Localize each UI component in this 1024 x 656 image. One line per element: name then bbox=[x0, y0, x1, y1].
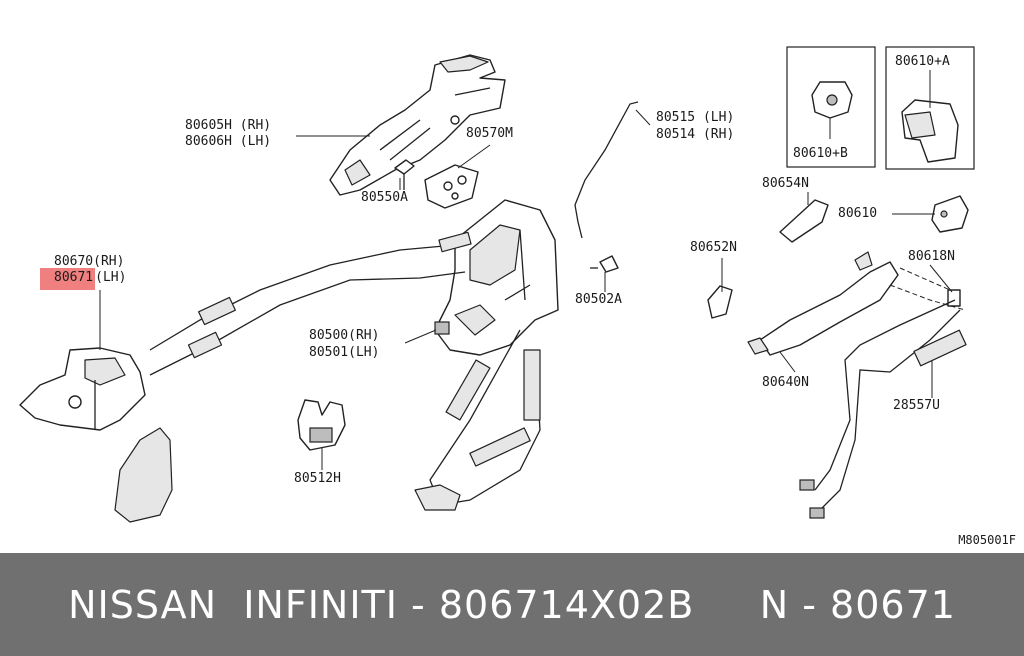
rod-80515-part bbox=[574, 101, 639, 239]
inset-box-80610b bbox=[786, 46, 876, 168]
label-80610: 80610 bbox=[838, 206, 878, 221]
lock-harness-part bbox=[414, 329, 541, 511]
label-80500: 80500(RH) bbox=[309, 328, 380, 343]
label-80512h: 80512H bbox=[294, 471, 341, 486]
label-80550a: 80550A bbox=[361, 190, 408, 205]
label-80570m: 80570M bbox=[466, 126, 513, 141]
label-80502a: 80502A bbox=[575, 292, 622, 307]
label-80671: 80671(LH) bbox=[40, 268, 126, 290]
bracket-80570m-part bbox=[424, 164, 479, 209]
label-80671-highlight: 80671 bbox=[40, 268, 96, 290]
leader-lines bbox=[99, 70, 953, 470]
inside-handle-part bbox=[19, 347, 146, 431]
label-80670: 80670(RH) bbox=[54, 254, 125, 269]
screw-80550a-part bbox=[394, 159, 415, 190]
harness-28557u-part bbox=[799, 299, 967, 519]
outside-handle-bracket-part bbox=[329, 54, 506, 196]
label-80640n: 80640N bbox=[762, 375, 809, 390]
label-80610a: 80610+A bbox=[895, 54, 950, 69]
part-number-banner: NISSAN INFINITI - 806714X02B N - 80671 bbox=[0, 553, 1024, 656]
key-cylinder-part bbox=[901, 99, 959, 163]
part-number-text: NISSAN INFINITI - 806714X02B N - 80671 bbox=[68, 582, 956, 627]
clip-80512h-part bbox=[297, 399, 346, 451]
label-28557u: 28557U bbox=[893, 398, 940, 413]
label-80501: 80501(LH) bbox=[309, 345, 380, 360]
label-80605h: 80605H (RH) bbox=[185, 118, 272, 133]
handle-cap-80610-part bbox=[931, 195, 969, 233]
cable-lower-part bbox=[149, 271, 466, 376]
key-cylinder-cap-part bbox=[811, 81, 853, 119]
label-80618n: 80618N bbox=[908, 249, 955, 264]
inset-box-80610a bbox=[885, 46, 975, 170]
diagram-reference-code: M805001F bbox=[958, 533, 1016, 547]
sensor-80618n-part bbox=[947, 289, 961, 307]
label-80514: 80514 (RH) bbox=[656, 127, 735, 142]
cable-upper-part bbox=[149, 244, 456, 351]
parts-diagram: 80605H (RH) 80606H (LH) 80570M 80550A 80… bbox=[19, 46, 1016, 547]
clip-80502a-part bbox=[590, 255, 619, 273]
label-80671-side: (LH) bbox=[95, 270, 127, 285]
escutcheon-part bbox=[114, 427, 173, 523]
label-80652n: 80652N bbox=[690, 240, 737, 255]
diagram-drawing bbox=[19, 46, 975, 523]
door-lock-actuator-part bbox=[434, 199, 559, 356]
label-80654n: 80654N bbox=[762, 176, 809, 191]
pad-80654n-part bbox=[779, 199, 829, 243]
label-80606h: 80606H (LH) bbox=[185, 134, 272, 149]
gasket-80652n-part bbox=[707, 285, 733, 319]
label-80515: 80515 (LH) bbox=[656, 110, 735, 125]
outside-handle-part bbox=[747, 251, 899, 356]
label-80610b: 80610+B bbox=[793, 146, 848, 161]
